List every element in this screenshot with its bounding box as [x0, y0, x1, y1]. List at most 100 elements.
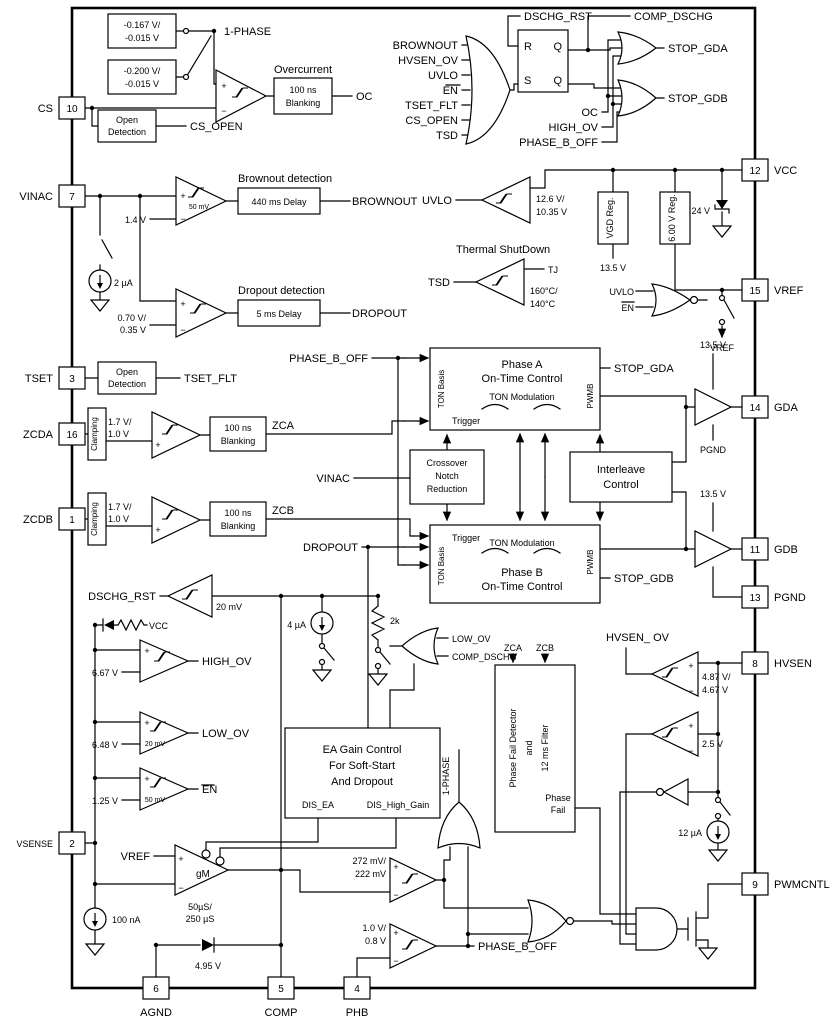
ton-modulation-label: TON Modulation	[489, 392, 554, 402]
pin-num-zcdb: 1	[69, 515, 75, 526]
switch-contact	[374, 646, 382, 654]
vgd-reg-label: VGD Reg.	[605, 197, 615, 238]
pin-label-pwmcntl: PWMCNTL	[774, 879, 830, 891]
gdb-driver	[694, 530, 733, 568]
interleave-control-box	[569, 451, 673, 503]
nor-en-label: EN	[621, 303, 634, 313]
pin-label-phb: PHB	[346, 1007, 369, 1019]
threshold-1-line1: -0.167 V/	[124, 20, 161, 30]
brownout-delay-label: 440 ms Delay	[251, 197, 307, 207]
fault-latch-section: BROWNOUT HVSEN_OV UVLO EN TSET_FLT CS_OP…	[393, 11, 729, 149]
pin-box-vsense	[58, 831, 86, 855]
dis-high-gain-label: DIS_High_Gain	[367, 800, 430, 810]
vcc-label: VCC	[149, 621, 169, 631]
nor-uvlo-label: UVLO	[609, 287, 634, 297]
modulation-squiggle	[481, 547, 561, 554]
switch-contact	[318, 642, 326, 650]
phase-fail-line1: Phase Fail Detector	[508, 708, 518, 787]
pin-box-comp	[267, 976, 295, 1000]
phase-b-off-in-label: PHASE_B_OFF	[519, 137, 598, 149]
stop-gdb-or-gate	[617, 79, 657, 117]
stop-gdb-label: STOP_GDB	[614, 573, 674, 585]
oc-label: OC	[356, 91, 373, 103]
pins: 10 CS 7 VINAC 3 TSET 16 ZCDA 1 ZCDB 2 VS…	[16, 96, 830, 1019]
ton-basis-label: TON Basis	[437, 370, 446, 409]
dropout-section: + − 0.70 V/ 0.35 V Dropout detection 5 m…	[117, 285, 407, 338]
overcurrent-title: Overcurrent	[274, 64, 332, 76]
minus-sign: −	[178, 883, 183, 893]
brownout-section: + − 50 mV 1.4 V Brownout detection 440 m…	[88, 173, 418, 312]
high-ov-in-label: HIGH_OV	[548, 122, 598, 134]
current-source-icon	[706, 820, 730, 844]
25v-label: 2.5 V	[702, 739, 723, 749]
hvsen-ov-label: HVSEN_ OV	[606, 632, 670, 644]
dropout-ref-line1: 0.70 V/	[117, 313, 146, 323]
supply-section: UVLO 12.6 V/ 10.35 V VGD Reg. 13.5 V 6.0…	[422, 176, 734, 353]
ground-icon	[712, 225, 732, 238]
phase-fail-out-line2: Fail	[551, 805, 566, 815]
latch-r: R	[524, 41, 532, 53]
uvlo-comparator	[480, 176, 531, 224]
6v-reg-label: 6.00 V Reg.	[667, 194, 677, 242]
ground-icon	[698, 947, 718, 960]
low-ov-label: LOW_OV	[202, 728, 250, 740]
phase-fail-line3: 12 ms Filter	[540, 724, 550, 771]
pin-box-phb	[343, 976, 371, 1000]
one-phase-or-gate	[437, 801, 481, 849]
zcb-comparator	[151, 496, 202, 544]
blanking-box	[273, 77, 333, 115]
latch-s: S	[524, 75, 531, 87]
222mv-label: 222 mV	[355, 869, 386, 879]
gm-amplifier	[174, 844, 230, 896]
dropout-out-label: DROPOUT	[352, 308, 407, 320]
one-phase-label: 1-PHASE	[441, 757, 451, 796]
fault-in-hvsen-ov: HVSEN_OV	[398, 55, 459, 67]
ea-section: EA Gain Control For Soft-Start And Dropo…	[284, 727, 441, 819]
clamping-label: Clamping	[90, 502, 99, 536]
plus-sign: +	[178, 854, 183, 864]
switch-contact	[182, 73, 190, 81]
pin-box-zcda	[58, 422, 86, 446]
brownout-hysteresis-label: 50 mV	[189, 204, 210, 211]
6v-regulator-box	[659, 191, 691, 245]
pin-label-comp: COMP	[265, 1007, 298, 1019]
zca-in-label: ZCA	[504, 643, 522, 653]
zcb-label: ZCB	[272, 505, 294, 517]
hvsen-ov-comparator	[650, 651, 699, 697]
hvsen-thresh-line2: 4.67 V	[702, 685, 728, 695]
zener-24v-icon	[716, 200, 728, 209]
pin-num-agnd: 6	[153, 984, 159, 995]
overcurrent-section: -0.167 V/ -0.015 V -0.200 V/ -0.015 V 1-…	[97, 13, 373, 143]
tset-flt-label: TSET_FLT	[184, 373, 237, 385]
pin-num-vref: 15	[749, 286, 761, 297]
phase-b-off-out-label: PHASE_B_OFF	[478, 941, 557, 953]
plus-sign: +	[155, 440, 160, 450]
phase-fail-out-line1: Phase	[545, 793, 571, 803]
fault-in-en: EN	[443, 85, 458, 97]
zcb-blanking-box	[209, 501, 267, 537]
comp-dschg-in-label: COMP_DSCHG	[452, 652, 517, 662]
pin-num-hvsen: 8	[752, 659, 758, 670]
hvsen-section: HVSEN_ OV + − 4.87 V/ 4.67 V + − 2.5 V 1…	[606, 632, 731, 960]
dropout-delay-label: 5 ms Delay	[256, 309, 302, 319]
open-detection-line1: Open	[116, 367, 138, 377]
control-contact	[215, 856, 225, 866]
interleave-line1: Interleave	[597, 464, 645, 476]
tsd-thresh-line1: 160°C/	[530, 286, 558, 296]
switch-contact	[714, 812, 722, 820]
pin-box-hvsen	[741, 651, 769, 675]
brownout-title: Brownout detection	[238, 173, 332, 185]
13v5-label: 13.5 V	[700, 340, 726, 350]
100na-label: 100 nA	[112, 915, 141, 925]
stop-gdb-label: STOP_GDB	[668, 93, 728, 105]
125v-label: 1.25 V	[92, 796, 118, 806]
current-source-icon	[88, 269, 112, 293]
ground-icon	[85, 943, 105, 956]
24v-label: 24 V	[691, 206, 710, 216]
vsense-level-comparator	[389, 857, 438, 903]
pin-num-comp: 5	[278, 984, 284, 995]
latch-qbar: Q	[553, 75, 562, 87]
clamping-box	[87, 492, 107, 546]
minus-sign: −	[688, 746, 693, 756]
